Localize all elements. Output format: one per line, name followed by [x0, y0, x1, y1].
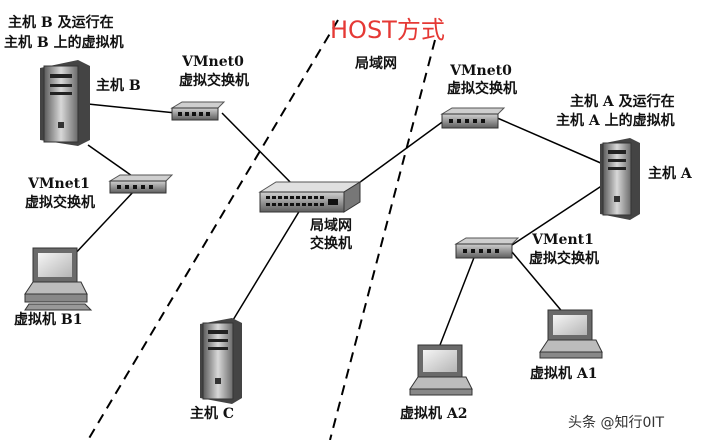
vment1-a-switch-icon: [454, 237, 520, 259]
vment1-a-label-line1: VMent1: [532, 232, 594, 248]
host-b-tower-icon: [40, 60, 90, 146]
vm-a1-label: 虚拟机 A1: [530, 366, 598, 382]
link-vmnet0b-lanswitch: [221, 112, 301, 193]
vmnet0-a-label-line2: 虚拟交换机: [447, 81, 517, 97]
vmnet1-b-switch-icon: [108, 174, 174, 194]
vm-b1-computer-icon: [24, 247, 93, 311]
link-lanswitch-vmnet0a: [351, 119, 446, 189]
host-c-label: 主机 C: [190, 406, 235, 422]
separator-right: [329, 39, 436, 440]
watermark: 头条 @知行0IT: [568, 415, 665, 431]
host-a-caption-line2: 主机 A 上的虚拟机: [556, 113, 675, 129]
host-b-name: 主机 B: [96, 78, 141, 94]
link-hostb-vmnet1: [87, 144, 136, 179]
vmnet0-a-switch-icon: [440, 107, 506, 129]
link-vment1-vma2: [439, 254, 476, 346]
host-a-name: 主机 A: [648, 166, 692, 182]
link-hostb-vmnet0: [87, 103, 177, 114]
host-c-tower-icon: [200, 318, 242, 404]
lan-switch-label-line2: 交换机: [310, 236, 352, 252]
host-b-caption-line2: 主机 B 上的虚拟机: [4, 35, 124, 51]
lan-switch-label-line1: 局域网: [310, 218, 352, 234]
link-vment1-vma1: [511, 251, 566, 316]
vmnet0-b-label-line1: VMnet0: [182, 54, 244, 70]
link-hosta-vment1: [511, 184, 604, 246]
host-a-tower-icon: [600, 138, 640, 220]
vmnet0-a-label-line1: VMnet0: [450, 63, 512, 79]
vm-a2-label: 虚拟机 A2: [400, 406, 468, 422]
host-a-caption-line1: 主机 A 及运行在: [570, 94, 675, 110]
lan-label: 局域网: [355, 56, 397, 72]
lan-switch-icon: [258, 181, 362, 213]
vm-a2-computer-icon: [409, 344, 473, 396]
separator-left: [87, 19, 339, 440]
link-vmnet1-vmb1: [71, 189, 136, 258]
vmnet1-b-label-line1: VMnet1: [28, 176, 90, 192]
vmnet0-b-switch-icon: [170, 101, 226, 121]
vmnet1-b-label-line2: 虚拟交换机: [25, 195, 95, 211]
vm-a1-computer-icon: [539, 309, 603, 359]
vment1-a-label-line2: 虚拟交换机: [529, 251, 599, 267]
vmnet0-b-label-line2: 虚拟交换机: [179, 73, 249, 89]
link-vmnet0a-hosta: [494, 116, 604, 165]
host-b-caption-line1: 主机 B 及运行在: [8, 15, 114, 31]
vm-b1-label: 虚拟机 B1: [14, 312, 83, 328]
diagram-title: HOST方式: [330, 16, 445, 44]
link-lanswitch-hostc: [229, 209, 301, 326]
